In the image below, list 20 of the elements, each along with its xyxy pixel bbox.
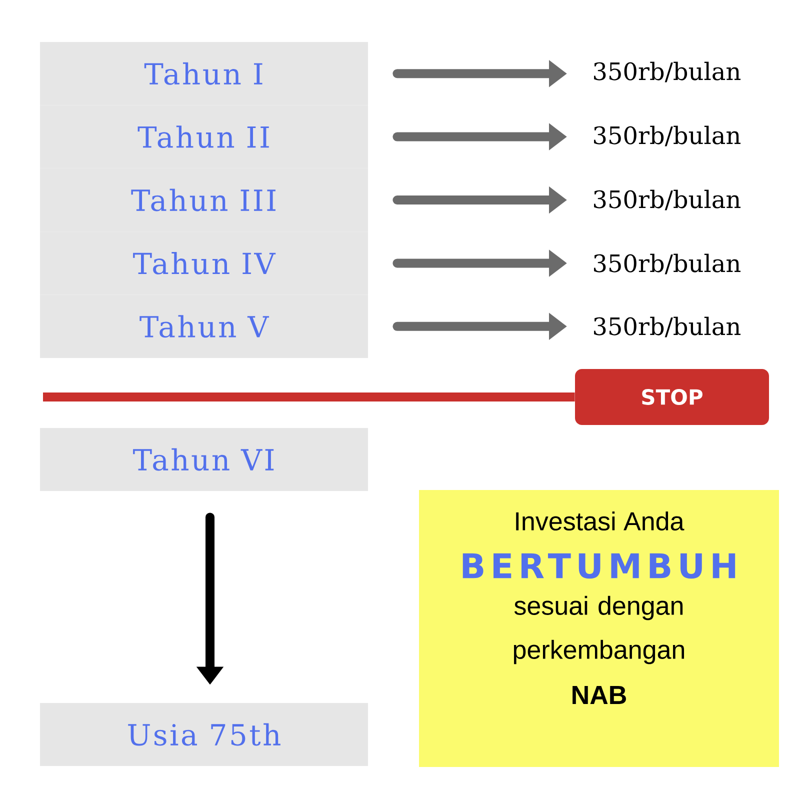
amount-label: 350rb/bulan: [594, 190, 740, 210]
year-box: Tahun V: [40, 294, 368, 358]
node-label: Tahun III: [131, 188, 276, 212]
year-box: Tahun IV: [40, 232, 368, 295]
node-label: Tahun V: [140, 315, 270, 338]
stop-box: STOP: [575, 369, 769, 425]
amount-label: 350rb/bulan: [594, 254, 740, 274]
amount-label: 350rb/bulan: [594, 126, 740, 146]
year-box: Tahun II: [40, 105, 368, 168]
age-box: Usia 75th: [40, 703, 368, 766]
line: [43, 392, 575, 402]
year-box: Tahun I: [40, 42, 368, 106]
year-box: Tahun III: [40, 168, 368, 232]
year-box: Tahun VI: [40, 428, 368, 491]
info-box: Investasi Anda BERTUMBUH sesuai dengan perkembangan NAB: [419, 490, 779, 767]
node-label: Tahun IV: [133, 252, 276, 274]
amount-label: 350rb/bulan: [594, 316, 740, 338]
node-label: Tahun I: [144, 62, 262, 85]
node-label: Tahun II: [138, 126, 269, 148]
amount-label: 350rb/bulan: [594, 62, 740, 82]
